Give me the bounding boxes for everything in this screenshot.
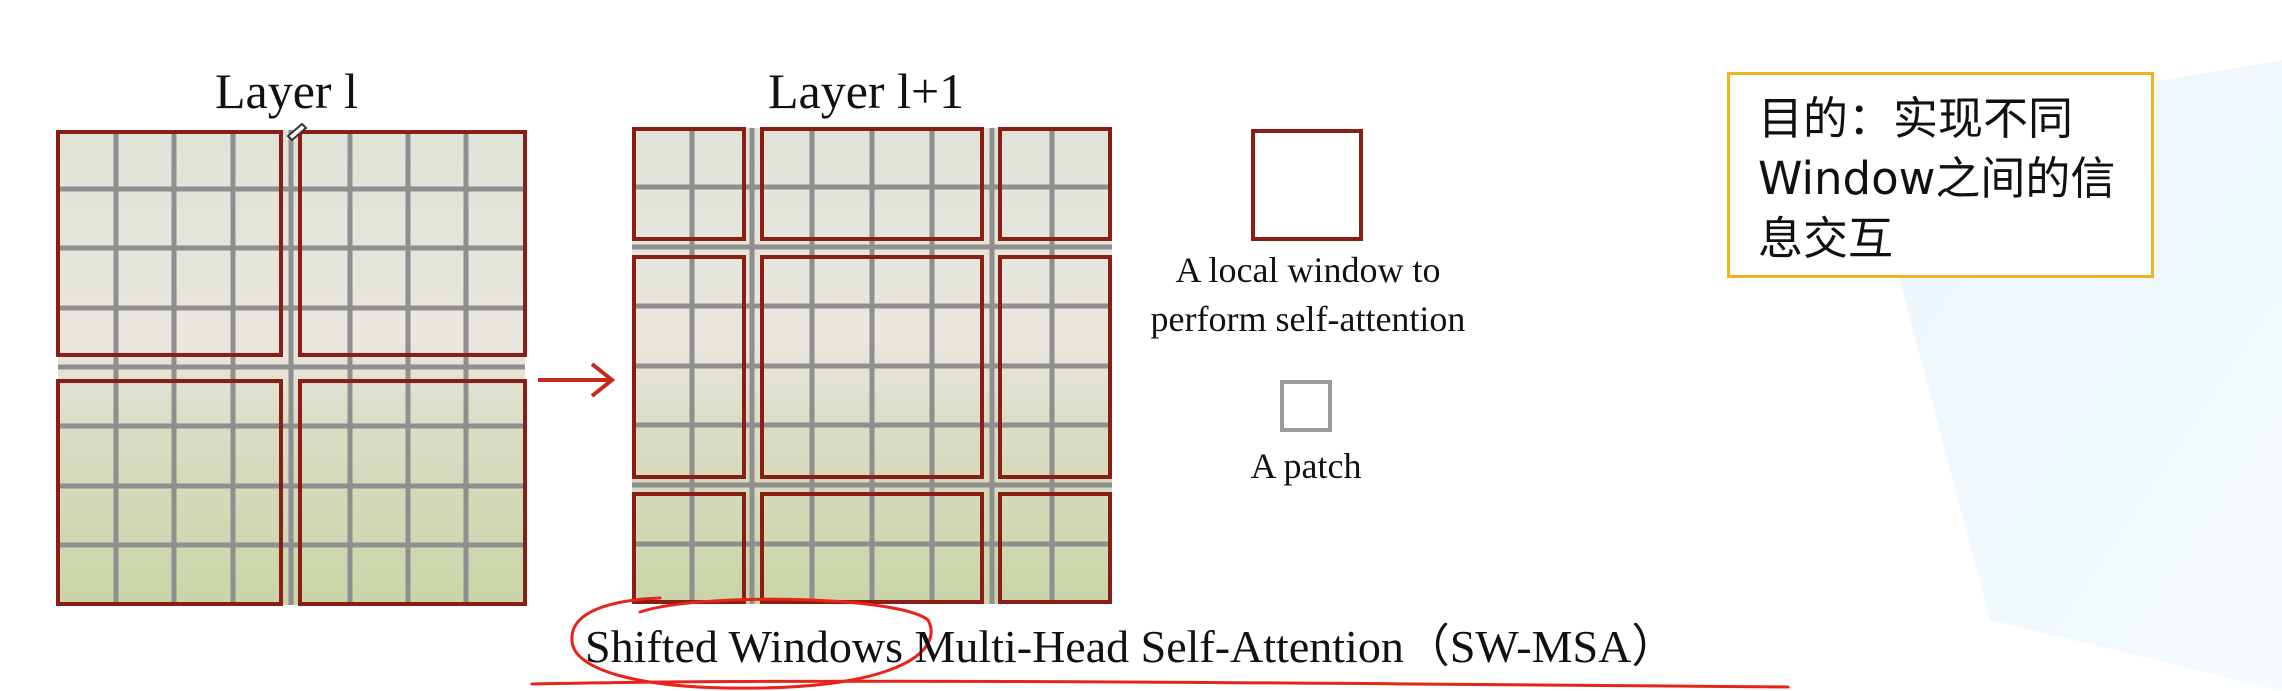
window — [632, 255, 746, 479]
legend-window-icon — [1251, 129, 1363, 241]
diagram-caption: Shifted Windows Multi-Head Self-Attentio… — [585, 621, 1678, 672]
window — [998, 492, 1112, 604]
legend-window-line2: perform self-attention — [1150, 299, 1466, 339]
window — [760, 255, 984, 479]
note-line-2: Window之间的信 — [1758, 152, 2116, 205]
window — [298, 379, 527, 606]
legend-patch-icon — [1280, 380, 1332, 432]
window — [998, 255, 1112, 479]
note-line-1: 目的：实现不同 — [1758, 92, 2074, 145]
window — [298, 130, 527, 357]
cursor-icon — [286, 122, 308, 142]
layer-l-image — [56, 130, 527, 606]
window — [632, 127, 746, 241]
legend-patch-label: A patch — [1250, 446, 1362, 486]
window — [998, 127, 1112, 241]
window — [760, 127, 984, 241]
legend-window-label: A local window to perform self-attention — [1118, 246, 1498, 344]
legend-window-line1: A local window to — [1175, 250, 1441, 290]
purpose-note: 目的：实现不同 Window之间的信 息交互 — [1727, 72, 2154, 278]
window — [56, 130, 283, 357]
window — [760, 492, 984, 604]
layer-l1-image — [632, 127, 1112, 604]
note-line-3: 息交互 — [1758, 212, 1894, 265]
window — [56, 379, 283, 606]
right-arrow-icon — [538, 362, 616, 398]
layer-l-title: Layer l — [215, 63, 358, 119]
layer-l1-title: Layer l+1 — [768, 63, 965, 119]
